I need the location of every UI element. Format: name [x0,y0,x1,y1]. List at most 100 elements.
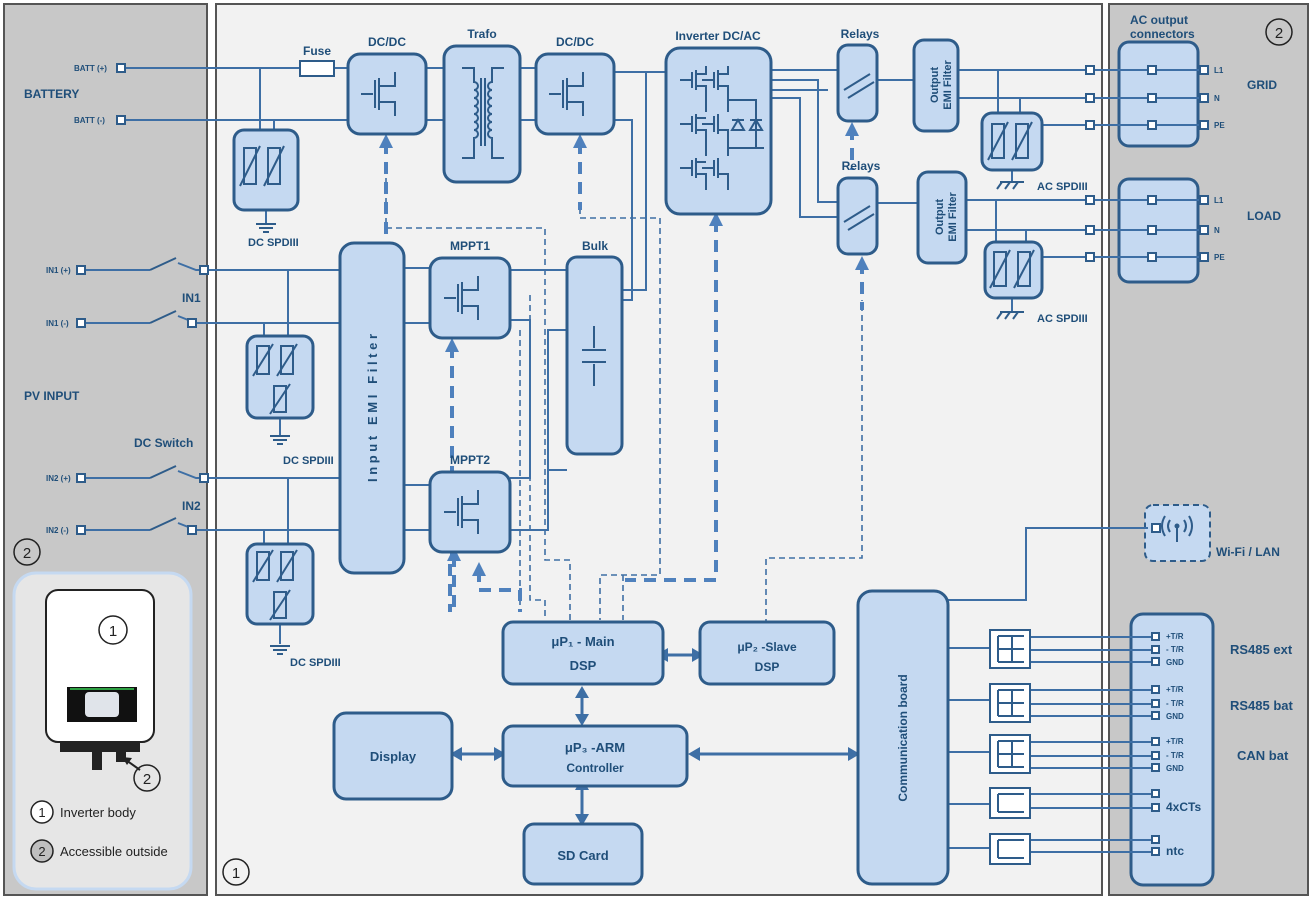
up1-label-2: DSP [570,658,597,673]
in2-label: IN2 [182,499,201,513]
relays-2-block [836,176,879,256]
wires [84,67,1200,853]
up3-label-1: μP₃ -ARM [565,740,625,755]
badge-left [13,538,41,566]
dc-spd-pv2-label: DC SPDIII [290,657,341,669]
load-label: LOAD [1247,209,1281,223]
transistor-icon [361,72,396,116]
load-n-label: N [1214,226,1220,235]
in1-plus-label: IN1 (+) [46,266,71,275]
capacitor-icon [582,326,606,386]
sd-card-label: SD Card [557,848,608,863]
badge-left-text: 2 [23,545,31,562]
up2-slave-dsp-block [698,620,836,686]
isolator-icons [989,629,1031,865]
comm-arrows [450,648,860,826]
ext-gnd-label: GND [1166,658,1184,667]
control-arrows [379,122,869,612]
bat-tr-plus-label: +T/R [1166,685,1184,694]
wifi-lan-label: Wi-Fi / LAN [1216,545,1280,559]
fuse-label: Fuse [303,44,331,58]
ext-tr-plus-label: +T/R [1166,632,1184,641]
switch-icon [843,205,875,231]
badge-main [222,858,250,886]
transistor-icon [549,72,584,116]
dcdc-1-block [346,52,428,136]
batt-plus-label: BATT (+) [74,64,107,73]
trafo-label: Trafo [467,27,496,41]
can-tr-plus-label: +T/R [1166,737,1184,746]
sd-card-block [522,822,644,886]
varistor-icon [987,121,1033,161]
transistor-icon [444,276,479,320]
ac-spd-1-label: AC SPDIII [1037,181,1088,193]
transistor-icon [444,490,479,534]
varistor-icon [252,549,298,621]
inverter-illustration: 1 2 [45,589,161,792]
relays-2-label: Relays [842,159,881,173]
rs485-bat-label: RS485 bat [1230,698,1294,713]
dcdc-2-label: DC/DC [556,35,594,49]
dc-spd-pv1-block [245,334,315,420]
legend-body-num: 1 [38,805,45,820]
ground-icon [996,311,1024,320]
output-filter-2-line2: EMI Filter [947,192,959,242]
communication-board-label: Communication board [896,674,910,801]
pv-switch-icons [149,257,177,531]
ground-icon [256,223,276,233]
antenna-icon [1161,515,1193,542]
dc-spd-battery-label: DC SPDIII [248,237,299,249]
grid-pe-label: PE [1214,121,1225,130]
grid-l1-label: L1 [1214,66,1224,75]
load-pe-label: PE [1214,253,1225,262]
display-block [332,711,454,801]
up2-label-2: DSP [755,660,780,674]
display-label: Display [370,749,417,764]
legend-body-label: Inverter body [60,805,136,820]
up2-label-1: μP₂ -Slave [737,640,797,654]
ground-icon [270,435,290,445]
ground-icon [270,645,290,655]
legend-outside-num: 2 [38,844,45,859]
legend-outside-badge [30,839,54,863]
ac-spd-2-block [983,240,1044,300]
pv-input-label: PV INPUT [24,389,80,403]
mppt1-block [428,256,512,340]
up3-label-2: Controller [566,761,624,775]
up3-arm-controller-block [501,724,689,788]
battery-label: BATTERY [24,87,79,101]
input-emi-filter-label: I n p u t E M I F i l t e r [365,334,380,482]
ac-output-label-1: AC output [1130,13,1188,27]
relays-1-label: Relays [841,27,880,41]
output-filter-1-line1: Output [929,67,941,103]
bulk-label: Bulk [582,239,608,253]
terminals [76,63,1209,856]
mppt1-label: MPPT1 [450,239,490,253]
ground-icon [996,181,1024,190]
dcdc-1-label: DC/DC [368,35,406,49]
dcdc-2-block [534,52,616,136]
in2-plus-label: IN2 (+) [46,474,71,483]
cts-label: 4xCTs [1166,800,1201,814]
grid-n-label: N [1214,94,1220,103]
up1-main-dsp-block [501,620,665,686]
in2-minus-label: IN2 (-) [46,526,69,535]
up1-label-1: μP₁ - Main [551,634,614,649]
input-emi-filter-block [338,241,406,575]
illustration-num1: 1 [109,623,117,640]
illustration-num2: 2 [143,771,151,788]
badge-right-text: 2 [1275,25,1283,42]
can-tr-minus-label: - T/R [1166,751,1184,760]
legend-body-badge [30,800,54,824]
rs485-ext-label: RS485 ext [1230,642,1293,657]
in1-minus-label: IN1 (-) [46,319,69,328]
communication-board-block [856,589,950,886]
legend-outside-label: Accessible outside [60,844,168,859]
comm-connector [1129,612,1215,887]
can-bat-label: CAN bat [1237,748,1289,763]
grid-connector [1117,40,1200,148]
dc-spd-pv1-label: DC SPDIII [283,455,334,467]
batt-minus-label: BATT (-) [74,116,105,125]
switch-icon [843,73,875,99]
